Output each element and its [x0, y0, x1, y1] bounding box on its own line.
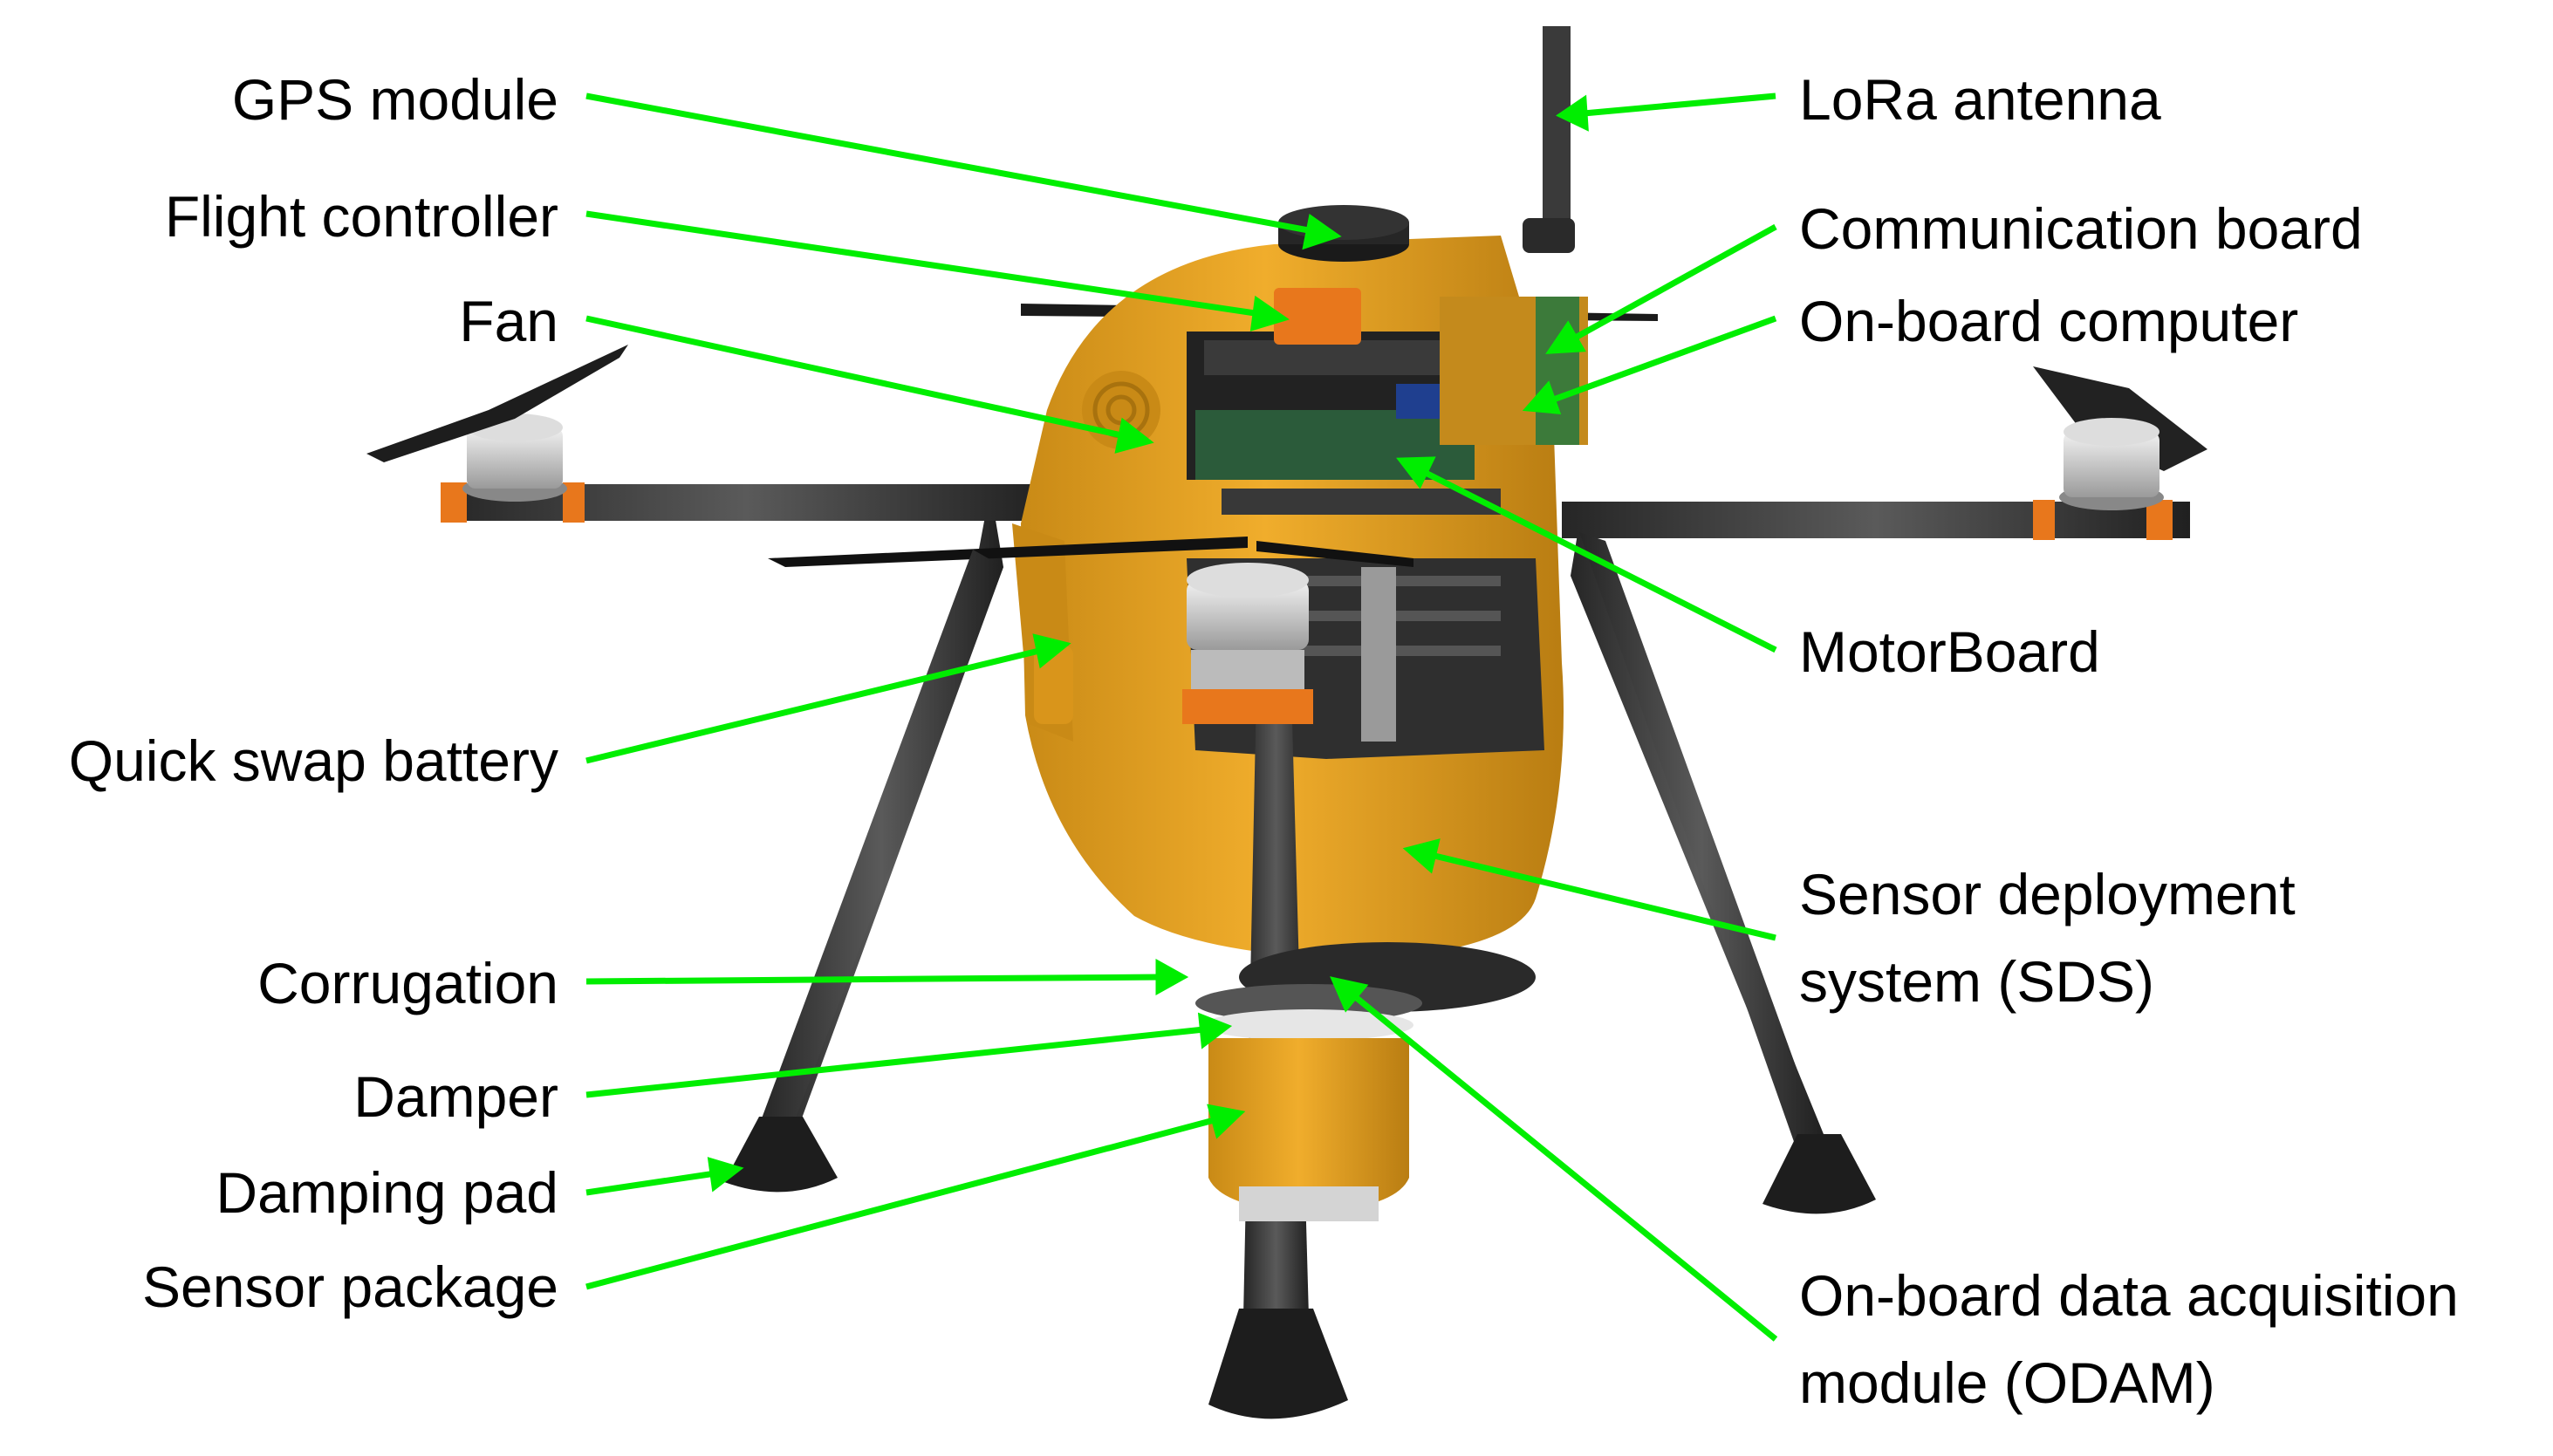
- arrowhead-sensor-package: [1207, 1104, 1246, 1139]
- gps-puck: [1278, 205, 1409, 262]
- label-gps-module: GPS module: [231, 67, 558, 132]
- arrowhead-quick-swap-battery: [1032, 633, 1071, 669]
- arrowhead-damping-pad: [707, 1157, 744, 1193]
- leader-fan: [585, 315, 1126, 440]
- leader-lines: [585, 92, 1778, 1342]
- leader-onboard-computer: [1547, 315, 1777, 405]
- arrowhead-gps-module: [1302, 214, 1342, 250]
- arrowhead-sds: [1402, 838, 1441, 874]
- arrowhead-lora-antenna: [1556, 94, 1589, 132]
- leader-damper: [585, 1026, 1205, 1098]
- label-motorboard: MotorBoard: [1799, 619, 2100, 684]
- top-electronics: [1187, 288, 1588, 515]
- leader-quick-swap-battery: [585, 646, 1044, 764]
- arrowhead-damper: [1197, 1012, 1233, 1049]
- front-propeller: [768, 537, 1413, 567]
- arrowhead-communication-board: [1545, 320, 1586, 354]
- leader-odam: [1350, 992, 1778, 1342]
- right-motor: [2059, 418, 2164, 510]
- leader-lora-antenna: [1583, 92, 1776, 117]
- leader-sds: [1430, 851, 1776, 941]
- damping-pads: [724, 1117, 1876, 1419]
- leader-flight-controller: [585, 210, 1262, 318]
- arrowhead-fan: [1114, 417, 1154, 454]
- label-sds-line2: system (SDS): [1799, 949, 2155, 1014]
- label-quick-swap-battery: Quick swap battery: [68, 728, 558, 793]
- left-motor: [366, 345, 628, 502]
- leader-motorboard: [1420, 468, 1777, 653]
- leader-corrugation: [585, 974, 1161, 985]
- label-corrugation: Corrugation: [257, 951, 558, 1015]
- label-lora-antenna: LoRa antenna: [1799, 67, 2161, 132]
- label-fan: Fan: [459, 289, 558, 353]
- arrowhead-odam: [1330, 976, 1369, 1013]
- lora-antenna-shape: [1523, 26, 1575, 253]
- label-sensor-package: Sensor package: [142, 1254, 558, 1319]
- arrowhead-onboard-computer: [1522, 380, 1562, 414]
- label-onboard-computer: On-board computer: [1799, 289, 2299, 353]
- leader-sensor-package: [585, 1116, 1218, 1290]
- label-communication-board: Communication board: [1799, 196, 2363, 261]
- label-odam-line2: module (ODAM): [1799, 1350, 2215, 1415]
- label-odam: On-board data acquisition module (ODAM): [1799, 1252, 2459, 1426]
- arrowhead-flight-controller: [1249, 295, 1290, 332]
- sds-lower: [1195, 942, 1536, 1221]
- front-motor: [1182, 563, 1313, 724]
- arrowhead-motorboard: [1396, 456, 1436, 489]
- label-damping-pad: Damping pad: [216, 1160, 558, 1225]
- label-flight-controller: Flight controller: [164, 184, 558, 249]
- label-damper: Damper: [353, 1064, 558, 1129]
- leader-damping-pad: [585, 1170, 716, 1196]
- leader-communication-board: [1569, 223, 1777, 344]
- label-sds-line1: Sensor deployment: [1799, 862, 2296, 926]
- label-odam-line1: On-board data acquisition: [1799, 1263, 2459, 1328]
- leader-gps-module: [585, 92, 1314, 235]
- label-sds: Sensor deployment system (SDS): [1799, 851, 2296, 1025]
- arrowhead-corrugation: [1155, 959, 1189, 995]
